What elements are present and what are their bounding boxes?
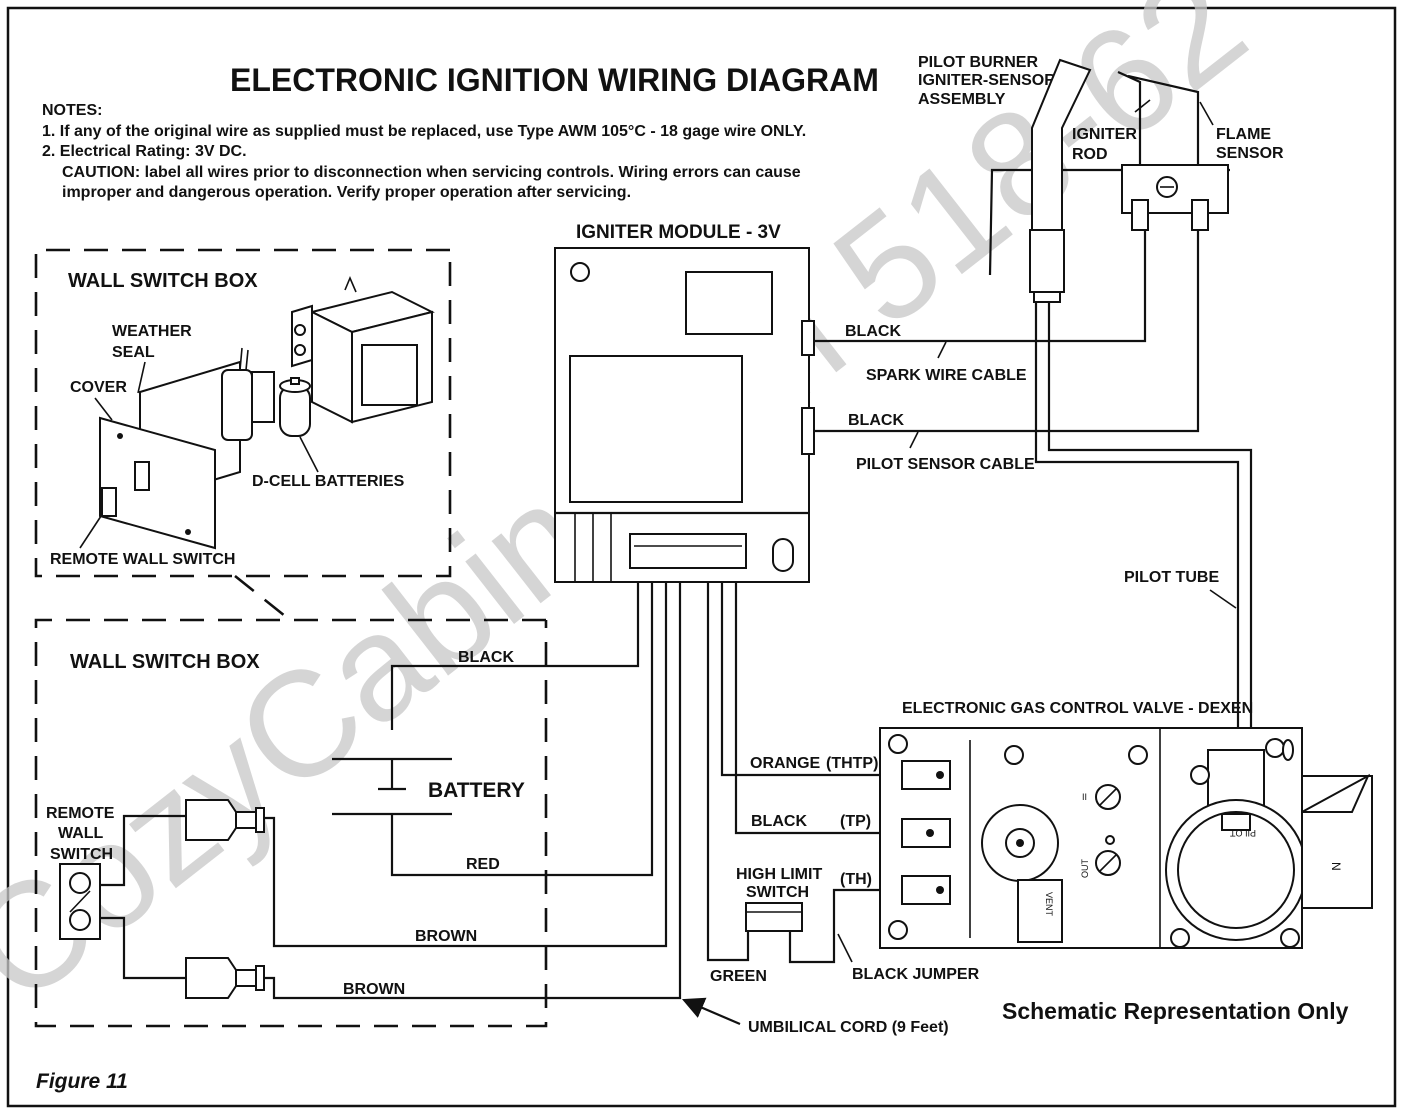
wire-connector-1 [185, 799, 265, 841]
remote-wall-switch-label: REMOTE WALL SWITCH [50, 551, 235, 568]
high-limit-label-2: SWITCH [746, 884, 809, 901]
remote-wall-switch-label-3: SWITCH [50, 846, 113, 863]
note-line-2: 2. Electrical Rating: 3V DC. [42, 143, 247, 160]
black-tp-wire-label: BLACK [751, 813, 807, 830]
brown-wire-2 [264, 582, 682, 1000]
igniter-module-title: IGNITER MODULE - 3V [576, 222, 781, 243]
flame-sensor-label-1: FLAME [1216, 126, 1271, 143]
umbilical-arrow [681, 997, 741, 1026]
wall-switch-box-bottom-title: WALL SWITCH BOX [70, 651, 260, 673]
spark-wire-cable [814, 220, 1147, 343]
pilot-tube-label: PILOT TUBE [1124, 569, 1219, 586]
figure-label: Figure 11 [36, 1070, 128, 1093]
note-line-3: CAUTION: label all wires prior to discon… [62, 164, 801, 181]
green-wire [706, 582, 750, 962]
valve-in-mark: II [1082, 792, 1087, 802]
note-line-4: improper and dangerous operation. Verify… [62, 184, 631, 201]
d-cell-batteries-label: D-CELL BATTERIES [252, 473, 405, 490]
cover-plate-drawing [99, 416, 216, 550]
notes-heading: NOTES: [42, 102, 102, 119]
sensor-wire-color-label: BLACK [848, 412, 904, 429]
tp-terminal-label: (TP) [840, 813, 871, 830]
pilot-tube [1034, 300, 1240, 745]
flame-sensor-label-2: SENSOR [1216, 145, 1284, 162]
black-battery-wire [390, 582, 640, 710]
black-wire-label: BLACK [458, 649, 514, 666]
valve-n-mark: N [1329, 862, 1343, 871]
umbilical-cord-label: UMBILICAL CORD (9 Feet) [748, 1019, 949, 1036]
valve-pilot-mark: PILOT [1229, 828, 1256, 838]
pilot-burner-label-1: PILOT BURNER [918, 54, 1038, 71]
wall-switch-box-top: WALL SWITCH BOX WEATHER SEAL COVER D-CEL… [34, 248, 452, 578]
high-limit-label-1: HIGH LIMIT [736, 866, 822, 883]
note-line-1: 1. If any of the original wire as suppli… [42, 123, 806, 140]
gas-control-valve: ELECTRONIC GAS CONTROL VALVE - DEXEN II … [879, 700, 1373, 949]
pilot-sensor-cable-label: PILOT SENSOR CABLE [856, 456, 1035, 473]
module-connector [629, 533, 747, 569]
gas-valve-title: ELECTRONIC GAS CONTROL VALVE - DEXEN [902, 700, 1253, 717]
wall-switch-box-bottom: WALL SWITCH BOX REMOTE WALL SWITCH BATTE… [34, 574, 548, 1028]
pilot-burner-label-2: IGNITER-SENSOR [918, 72, 1056, 89]
orange-wire-label: ORANGE [750, 755, 821, 772]
valve-out-mark: OUT [1080, 859, 1090, 879]
igniter-rod-label-1: IGNITER [1072, 126, 1137, 143]
igniter-rod-label-2: ROD [1072, 146, 1108, 163]
igniter-module: IGNITER MODULE - 3V [554, 222, 815, 583]
thtp-terminal-label: (THTP) [826, 755, 878, 772]
th-terminal-label: (TH) [840, 871, 872, 888]
pilot-sensor-cable [814, 220, 1200, 433]
red-battery-wire [390, 582, 654, 877]
cover-label: COVER [70, 379, 127, 396]
switch-mechanism-drawing [221, 347, 275, 441]
black-jumper-wire [788, 888, 902, 964]
valve-vent-mark: VENT [1044, 892, 1054, 917]
red-wire-label: RED [466, 856, 500, 873]
remote-wall-switch-label-1: REMOTE [46, 805, 115, 822]
d-cell-batteries-drawing [279, 377, 311, 437]
pilot-burner-label-3: ASSEMBLY [918, 91, 1006, 108]
brown-wire-1 [264, 582, 668, 948]
brown-wire-label-2: BROWN [343, 981, 405, 998]
spark-wire-cable-label: SPARK WIRE CABLE [866, 367, 1027, 384]
electrical-box-drawing [291, 275, 435, 424]
wire-connector-2 [185, 957, 265, 999]
weather-seal-label-2: SEAL [112, 344, 155, 361]
pilot-burner-assembly: PILOT BURNER IGNITER-SENSOR ASSEMBLY IGN… [918, 54, 1284, 303]
wall-switch-box-top-title: WALL SWITCH BOX [68, 270, 258, 292]
high-limit-switch [745, 902, 803, 932]
green-wire-label: GREEN [710, 968, 767, 985]
weather-seal-label: WEATHER [112, 323, 192, 340]
black-jumper-label: BLACK JUMPER [852, 966, 980, 983]
orange-wire [720, 582, 902, 777]
battery-label: BATTERY [428, 779, 525, 802]
schematic-note: Schematic Representation Only [1002, 998, 1349, 1024]
spark-wire-color-label: BLACK [845, 323, 901, 340]
remote-wall-switch-label-2: WALL [58, 825, 104, 842]
brown-wire-label-1: BROWN [415, 928, 477, 945]
diagram-title: ELECTRONIC IGNITION WIRING DIAGRAM [230, 62, 879, 98]
black-tp-wire [734, 582, 902, 835]
